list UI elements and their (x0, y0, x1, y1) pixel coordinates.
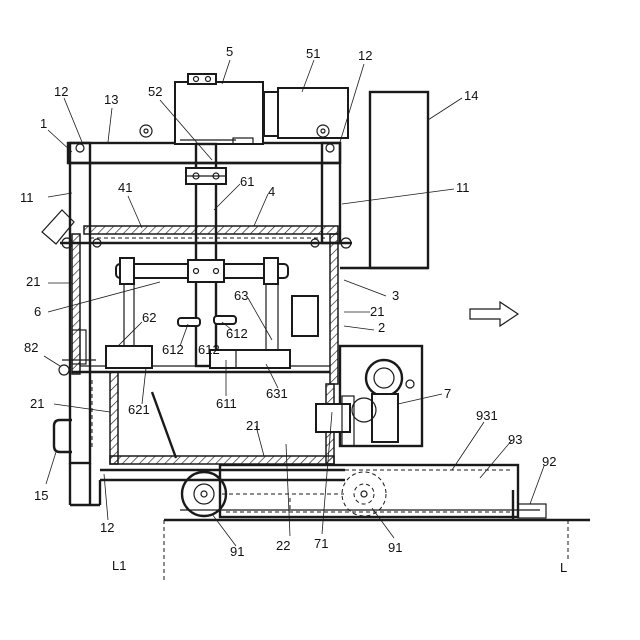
label-52: 52 (148, 84, 162, 99)
label-621: 621 (128, 402, 150, 417)
label-7: 7 (444, 386, 451, 401)
label-15: 15 (34, 488, 48, 503)
label-612-c: 612 (198, 342, 220, 357)
label-L: L (560, 560, 567, 575)
label-91-b: 91 (388, 540, 402, 555)
label-12-a: 12 (54, 84, 68, 99)
label-22: 22 (276, 538, 290, 553)
label-611: 611 (216, 396, 237, 411)
label-61: 61 (240, 174, 254, 189)
label-13: 13 (104, 92, 118, 107)
label-1: 1 (40, 116, 47, 131)
control-box (340, 92, 428, 268)
label-63: 63 (234, 288, 248, 303)
label-L1: L1 (112, 558, 126, 573)
label-14: 14 (464, 88, 478, 103)
label-62: 62 (142, 310, 156, 325)
label-82: 82 (24, 340, 38, 355)
label-2: 2 (378, 320, 385, 335)
carriage-rail (164, 465, 590, 580)
label-21-c: 21 (30, 396, 44, 411)
label-21-b: 21 (370, 304, 384, 319)
label-5: 5 (226, 44, 233, 59)
label-51: 51 (306, 46, 320, 61)
label-91-a: 91 (230, 544, 244, 559)
drive-motor (140, 74, 348, 144)
direction-arrow-icon (470, 302, 518, 326)
label-11-b: 11 (456, 180, 470, 195)
label-92: 92 (542, 454, 556, 469)
label-93: 93 (508, 432, 522, 447)
label-11-a: 11 (20, 190, 34, 205)
label-631: 631 (266, 386, 288, 401)
label-41: 41 (118, 180, 132, 195)
label-612-b: 612 (162, 342, 184, 357)
label-612-a: 612 (226, 326, 248, 341)
label-931: 931 (476, 408, 498, 423)
main-shaft (186, 144, 226, 366)
label-6: 6 (34, 304, 41, 319)
label-4: 4 (268, 184, 275, 199)
label-21-d: 21 (246, 418, 260, 433)
label-12-b: 12 (358, 48, 372, 63)
label-3: 3 (392, 288, 399, 303)
label-71: 71 (314, 536, 328, 551)
label-21-a: 21 (26, 274, 40, 289)
label-12-c: 12 (100, 520, 114, 535)
agitator-assembly (59, 258, 318, 375)
